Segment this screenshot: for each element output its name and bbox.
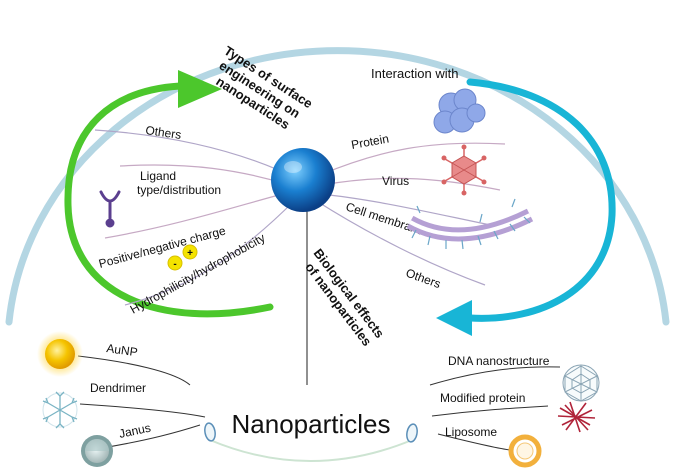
center-title: Nanoparticles: [232, 409, 391, 439]
janus-half: [85, 439, 109, 451]
green-arrow-head: [178, 70, 222, 108]
nanoparticle-sphere-icon: [271, 148, 335, 212]
dendrimer-icon: [42, 391, 78, 429]
dna-nanostructure-icon: [562, 364, 600, 402]
interaction-protein: Protein: [350, 132, 390, 152]
surface-type-ligand: Ligand: [140, 169, 176, 183]
svg-text:-: -: [173, 259, 176, 270]
left-swoosh-lines: [77, 355, 206, 449]
virus-icon: [441, 144, 487, 196]
liposome-icon: [508, 434, 542, 468]
charge-icon: - +: [167, 244, 198, 271]
protein-icon: [433, 88, 486, 134]
sphere-shine: [284, 161, 302, 173]
modified-protein-icon: [557, 401, 596, 433]
type-liposome: Liposome: [445, 425, 497, 439]
type-janus: Janus: [118, 421, 152, 441]
bottom-arc: [209, 439, 413, 462]
interaction-virus: Virus: [382, 174, 409, 188]
type-dna-nanostructure: DNA nanostructure: [448, 354, 550, 368]
ligand-icon: [99, 190, 121, 228]
type-dendrimer: Dendrimer: [90, 381, 146, 395]
surface-type-others: Others: [145, 123, 183, 142]
interaction-title: Interaction with: [371, 66, 458, 81]
effects-title: Biological effects of nanoparticles: [302, 246, 387, 349]
surface-cycle-arrow: [64, 82, 274, 318]
liposome-inner: [516, 442, 534, 460]
cell-membrane-icon: [406, 198, 534, 250]
right-pod: [406, 423, 418, 443]
right-swoosh-lines: [429, 366, 561, 451]
type-aunp: AuNP: [106, 341, 139, 359]
interaction-others: Others: [404, 266, 443, 291]
type-modified-protein: Modified protein: [440, 391, 525, 405]
cyan-arrow-head: [436, 300, 472, 336]
surface-type-ligand-line2: type/distribution: [137, 183, 221, 197]
left-pod: [204, 422, 216, 442]
gold-nanoparticle-icon: [45, 339, 75, 369]
svg-text:+: +: [187, 248, 193, 259]
interaction-cycle-arrow: [466, 78, 616, 322]
outer-arc: [5, 47, 670, 326]
